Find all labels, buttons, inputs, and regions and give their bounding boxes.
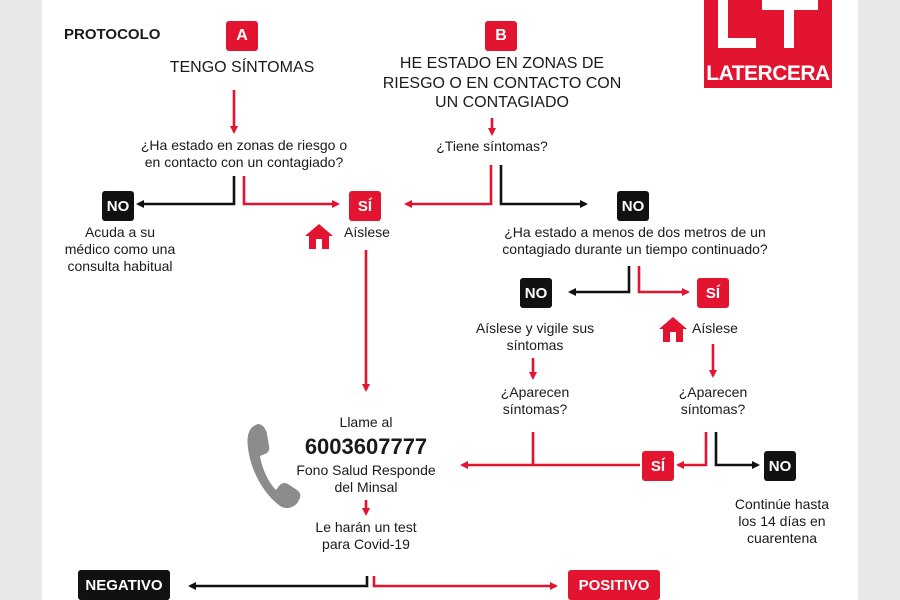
branch-a-text: TENGO SÍNTOMAS [169,59,315,76]
no-badge-2: NO [617,191,649,221]
call-label: Llame al [339,414,393,430]
page-title: PROTOCOLO [64,26,161,43]
no-badge-4: NO [764,451,796,481]
branch-b-text: HE ESTADO EN ZONAS DE RIESGO O EN CONTAC… [382,55,622,112]
no-2-question: ¿Ha estado a menos de dos metros de un c… [502,224,768,258]
no-4-text: Continúe hasta los 14 días en cuarentena [734,496,830,547]
branch-a-question: ¿Ha estado en zonas de riesgo o en conta… [140,137,348,171]
si-1-text: Aíslese [344,224,390,240]
no-badge-3: NO [520,278,552,308]
no-3-question: ¿Aparecen síntomas? [500,384,570,418]
branch-b-badge: B [485,21,517,51]
call-service: Fono Salud Responde del Minsal [296,462,436,496]
flow-connectors [136,90,760,590]
phone-icon [247,424,301,509]
si-badge-3: SÍ [697,278,729,308]
test-text: Le harán un test para Covid-19 [315,519,417,553]
no-1-text: Acuda a su médico como una consulta habi… [64,224,176,275]
branch-a-badge: A [226,21,258,51]
si-badge-1: SÍ [349,191,381,221]
logo-brand-text: LATERCERA [706,62,830,85]
si-3-text: Aíslese [692,320,738,336]
branch-b-question: ¿Tiene síntomas? [436,138,548,154]
logo-monogram-icon [718,0,818,48]
positive-result-badge: POSITIVO [568,570,660,600]
negative-result-badge: NEGATIVO [78,570,170,600]
phone-number: 6003607777 [304,434,428,459]
home-icon [659,317,687,342]
si-3-question: ¿Aparecen síntomas? [678,384,748,418]
si-badge-4: SÍ [642,451,674,481]
brand-logo: LATERCERA [704,0,832,88]
home-icon [305,224,333,249]
no-3-text: Aíslese y vigile sus síntomas [475,320,595,354]
infographic-canvas: PROTOCOLO LATERCERA A TENGO SÍNTOMAS ¿Ha… [42,0,858,600]
no-badge-1: NO [102,191,134,221]
